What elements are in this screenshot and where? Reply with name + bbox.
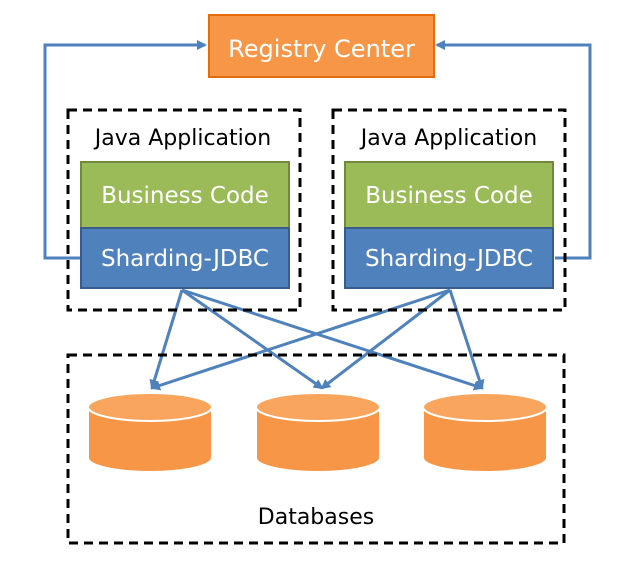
registry-center-box bbox=[208, 14, 435, 78]
registry-center-label: Registry Center bbox=[228, 35, 415, 63]
database-cylinder-1 bbox=[87, 392, 213, 473]
databases-group: Databases bbox=[66, 353, 566, 545]
right-to-db2-arrow bbox=[320, 288, 451, 390]
sharding-jdbc-left-label: Sharding-JDBC bbox=[101, 246, 269, 272]
database-cylinder-2-body bbox=[255, 406, 381, 473]
java-application-right-title: Java Application bbox=[359, 126, 537, 151]
database-cylinder-2-top bbox=[255, 392, 381, 422]
databases-label: Databases bbox=[258, 505, 374, 530]
sharding-jdbc-left-box bbox=[80, 227, 290, 289]
database-cylinder-2 bbox=[255, 392, 381, 473]
left-to-db2-arrow bbox=[181, 288, 324, 390]
right-to-db3-arrow bbox=[448, 289, 485, 390]
right-registry-connector bbox=[435, 40, 592, 260]
business-code-right-label: Business Code bbox=[365, 183, 533, 209]
java-application-left-title: Java Application bbox=[93, 126, 271, 151]
database-cylinder-3-body bbox=[422, 406, 548, 473]
sharding-jdbc-right-box bbox=[344, 227, 554, 289]
java-application-left-border bbox=[66, 108, 302, 312]
registry-center: Registry Center bbox=[208, 14, 435, 78]
database-cylinder-3-top bbox=[422, 392, 548, 422]
database-cylinder-1-body bbox=[87, 406, 213, 473]
business-code-left-label: Business Code bbox=[101, 183, 269, 209]
left-registry-connector bbox=[43, 40, 207, 260]
java-application-left: Java Application Business Code Sharding-… bbox=[66, 108, 302, 312]
databases-border bbox=[66, 353, 566, 545]
left-to-db3-arrow bbox=[181, 288, 484, 391]
java-application-right-border bbox=[331, 108, 567, 312]
business-code-right-box bbox=[344, 161, 554, 229]
java-application-right: Java Application Business Code Sharding-… bbox=[331, 108, 567, 312]
sharding-jdbc-right-label: Sharding-JDBC bbox=[365, 246, 533, 272]
database-cylinder-3 bbox=[422, 392, 548, 473]
right-to-db1-arrow bbox=[150, 288, 451, 391]
database-cylinder-1-top bbox=[87, 392, 213, 422]
connectors bbox=[43, 40, 592, 391]
business-code-left-box bbox=[80, 161, 290, 229]
left-to-db1-arrow bbox=[149, 289, 184, 390]
